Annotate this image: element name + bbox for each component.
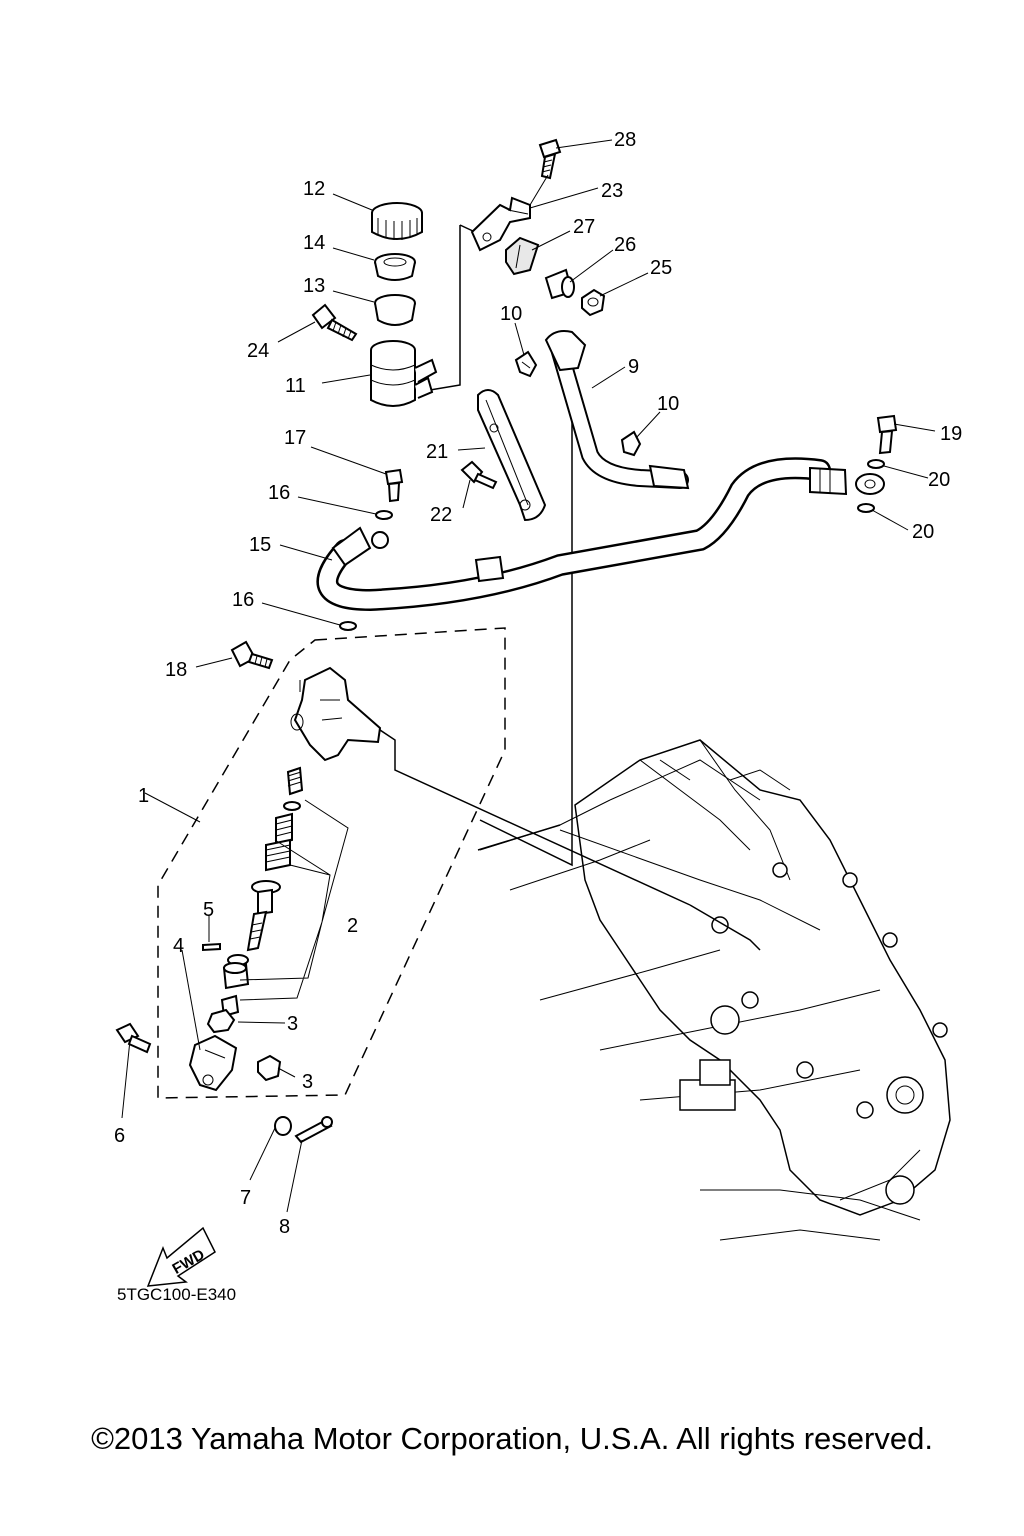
- callout-12: 12: [303, 178, 325, 200]
- callout-8: 8: [279, 1216, 290, 1238]
- piston-kit: [246, 766, 304, 952]
- hose-clamp-lower: [620, 430, 642, 457]
- callout-19: 19: [940, 423, 962, 445]
- hose-guide: [477, 389, 547, 522]
- rod-parts: [202, 942, 250, 1034]
- callout-5: 5: [203, 899, 214, 921]
- callout-3: 3: [287, 1013, 298, 1035]
- callout-26: 26: [614, 234, 636, 256]
- callout-13: 13: [303, 275, 325, 297]
- callout-numbers: 1 2 3 3 4 5 6 7 8 9 10 10 11 12 13 14 15…: [114, 129, 962, 1238]
- callout-20: 20: [912, 521, 934, 543]
- hose-bracket: [470, 196, 531, 252]
- union-bolt-right: [876, 414, 898, 455]
- callout-10: 10: [500, 303, 522, 325]
- callout-9: 9: [628, 356, 639, 378]
- guide-bolt: [460, 460, 498, 490]
- master-cylinder-body: [290, 666, 382, 762]
- copper-washer-upper: [375, 510, 393, 520]
- callout-18: 18: [165, 659, 187, 681]
- callout-16: 16: [232, 589, 254, 611]
- callout-21: 21: [426, 441, 448, 463]
- collar: [544, 268, 575, 300]
- callout-20: 20: [928, 469, 950, 491]
- diagram-code: 5TGC100-E340: [117, 1285, 236, 1304]
- clevis-bolt: [115, 1022, 152, 1054]
- callout-23: 23: [601, 180, 623, 202]
- master-cylinder-bolt: [230, 640, 274, 670]
- callout-10: 10: [657, 393, 679, 415]
- diaphragm-plate: [374, 294, 416, 326]
- brake-hose-9: [544, 330, 690, 490]
- fwd-arrow-icon: FWD: [146, 1226, 216, 1287]
- callout-16: 16: [268, 482, 290, 504]
- bracket-nut: [581, 288, 606, 317]
- reservoir-bolt: [311, 303, 358, 342]
- callout-27: 27: [573, 216, 595, 238]
- clevis-washer: [274, 1116, 292, 1136]
- callout-3: 3: [302, 1071, 313, 1093]
- cotter-pin: [294, 1116, 333, 1144]
- callout-4: 4: [173, 935, 184, 957]
- bracket-bolt: [538, 138, 562, 180]
- copper-washer-right-lower: [857, 503, 875, 513]
- callout-1: 1: [138, 785, 149, 807]
- callout-25: 25: [650, 257, 672, 279]
- hose-clamp-upper: [514, 350, 538, 378]
- hose-bracket-assembly: [470, 138, 606, 317]
- union-bolt-upper: [384, 468, 404, 503]
- clevis-nut: [257, 1054, 282, 1082]
- brake-hose-15: [316, 457, 885, 612]
- callout-11: 11: [285, 375, 306, 397]
- callout-28: 28: [614, 129, 636, 151]
- callout-14: 14: [303, 232, 325, 254]
- callout-17: 17: [284, 427, 306, 449]
- motorcycle-frame: [479, 739, 951, 1241]
- reservoir-tank: [370, 340, 438, 407]
- callout-22: 22: [430, 504, 452, 526]
- callout-2: 2: [347, 915, 358, 937]
- callout-24: 24: [247, 340, 269, 362]
- copper-washer-lower: [339, 621, 357, 631]
- callout-7: 7: [240, 1187, 251, 1209]
- callout-15: 15: [249, 534, 271, 556]
- grommet: [505, 236, 540, 276]
- callout-6: 6: [114, 1125, 125, 1147]
- reservoir-diaphragm: [374, 253, 416, 281]
- master-cylinder-assembly-outline: [157, 627, 506, 1099]
- copper-washer-right-upper: [867, 459, 885, 469]
- reservoir-assembly: [311, 202, 438, 407]
- reservoir-cap: [371, 202, 423, 240]
- callout-leaders: [121, 139, 936, 1213]
- clevis: [188, 1034, 238, 1092]
- copyright-notice: ©2013 Yamaha Motor Corporation, U.S.A. A…: [91, 1421, 933, 1456]
